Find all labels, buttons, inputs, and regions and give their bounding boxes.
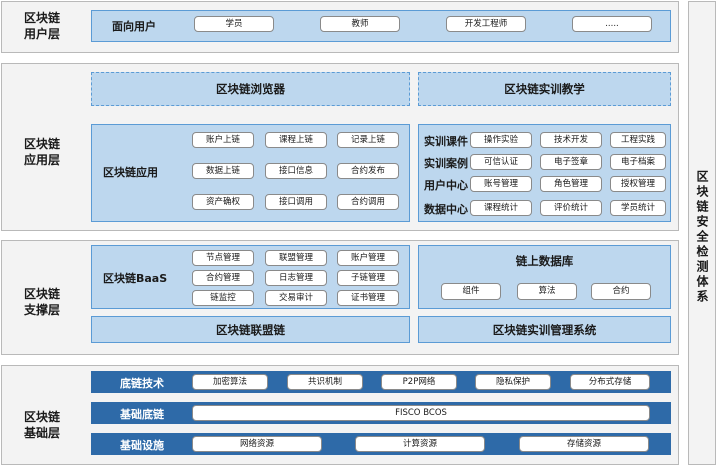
db-item: 算法: [517, 283, 577, 300]
base-row-label: 基础底链: [120, 408, 164, 421]
train-item: 电子签章: [540, 154, 602, 170]
app-item: 记录上链: [337, 132, 399, 148]
baas-item: 联盟管理: [265, 250, 327, 266]
train-item: 课程统计: [470, 200, 532, 216]
user-panel-title: 面向用户: [112, 20, 156, 33]
base-item: 隐私保护: [475, 374, 551, 390]
baas-item: 交易审计: [265, 290, 327, 306]
train-item: 工程实践: [610, 132, 666, 148]
app-item: 合约调用: [337, 194, 399, 210]
app-item: 账户上链: [192, 132, 254, 148]
baas-item: 子链管理: [337, 270, 399, 286]
training-title: 区块链实训教学: [504, 82, 585, 96]
train-row-label: 实训案例: [424, 157, 468, 170]
app-item: 接口信息: [265, 163, 327, 179]
train-item: 评价统计: [540, 200, 602, 216]
base-row-label: 底链技术: [120, 377, 164, 390]
support-layer-label: 区块链 支撑层: [23, 287, 60, 317]
train-item: 授权管理: [610, 176, 666, 192]
app-item: 资产确权: [192, 194, 254, 210]
db-item: 组件: [441, 283, 501, 300]
train-item: 操作实验: [470, 132, 532, 148]
security-title: 区块链安全检测体系: [695, 170, 709, 305]
train-item: 技术开发: [540, 132, 602, 148]
app-layer-label: 区块链 应用层: [23, 137, 60, 167]
baas-item: 日志管理: [265, 270, 327, 286]
train-row-label: 数据中心: [424, 203, 468, 216]
training-mgmt-title: 区块链实训管理系统: [492, 323, 597, 337]
train-item: 电子档案: [610, 154, 666, 170]
base-item: 存储资源: [519, 436, 649, 452]
baas-item: 账户管理: [337, 250, 399, 266]
baas-title: 区块链BaaS: [103, 272, 168, 285]
app-item: 合约发布: [337, 163, 399, 179]
base-row-label: 基础设施: [120, 439, 164, 452]
base-item: 共识机制: [287, 374, 363, 390]
training-mgmt-box: [418, 316, 671, 343]
base-item: P2P网络: [381, 374, 457, 390]
user-item: .....: [572, 16, 652, 32]
base-item: 分布式存储: [570, 374, 650, 390]
browser-title: 区块链浏览器: [216, 82, 285, 96]
baas-item: 节点管理: [192, 250, 254, 266]
db-item: 合约: [591, 283, 651, 300]
app-panel-title: 区块链应用: [103, 166, 158, 179]
train-item: 可信认证: [470, 154, 532, 170]
browser-box: [91, 72, 410, 106]
user-item: 开发工程师: [446, 16, 526, 32]
train-row-label: 用户中心: [424, 179, 468, 192]
base-item: 加密算法: [192, 374, 268, 390]
base-item: 计算资源: [355, 436, 485, 452]
base-layer-label: 区块链 基础层: [23, 410, 60, 440]
training-box: [418, 72, 671, 106]
train-item: 角色管理: [540, 176, 602, 192]
user-layer-label: 区块链 用户层: [23, 11, 60, 41]
user-item: 学员: [194, 16, 274, 32]
base-item: 网络资源: [192, 436, 322, 452]
baas-item: 证书管理: [337, 290, 399, 306]
app-item: 数据上链: [192, 163, 254, 179]
train-item: 账号管理: [470, 176, 532, 192]
baas-item: 合约管理: [192, 270, 254, 286]
alliance-chain-title: 区块链联盟链: [216, 323, 285, 337]
db-title: 链上数据库: [515, 254, 574, 268]
baas-item: 链监控: [192, 290, 254, 306]
app-item: 课程上链: [265, 132, 327, 148]
train-item: 学员统计: [610, 200, 666, 216]
alliance-chain-box: [91, 316, 410, 343]
base-item: FISCO BCOS: [192, 405, 650, 421]
app-item: 接口调用: [265, 194, 327, 210]
security-column: [688, 1, 716, 465]
user-item: 教师: [320, 16, 400, 32]
train-row-label: 实训课件: [424, 135, 468, 148]
